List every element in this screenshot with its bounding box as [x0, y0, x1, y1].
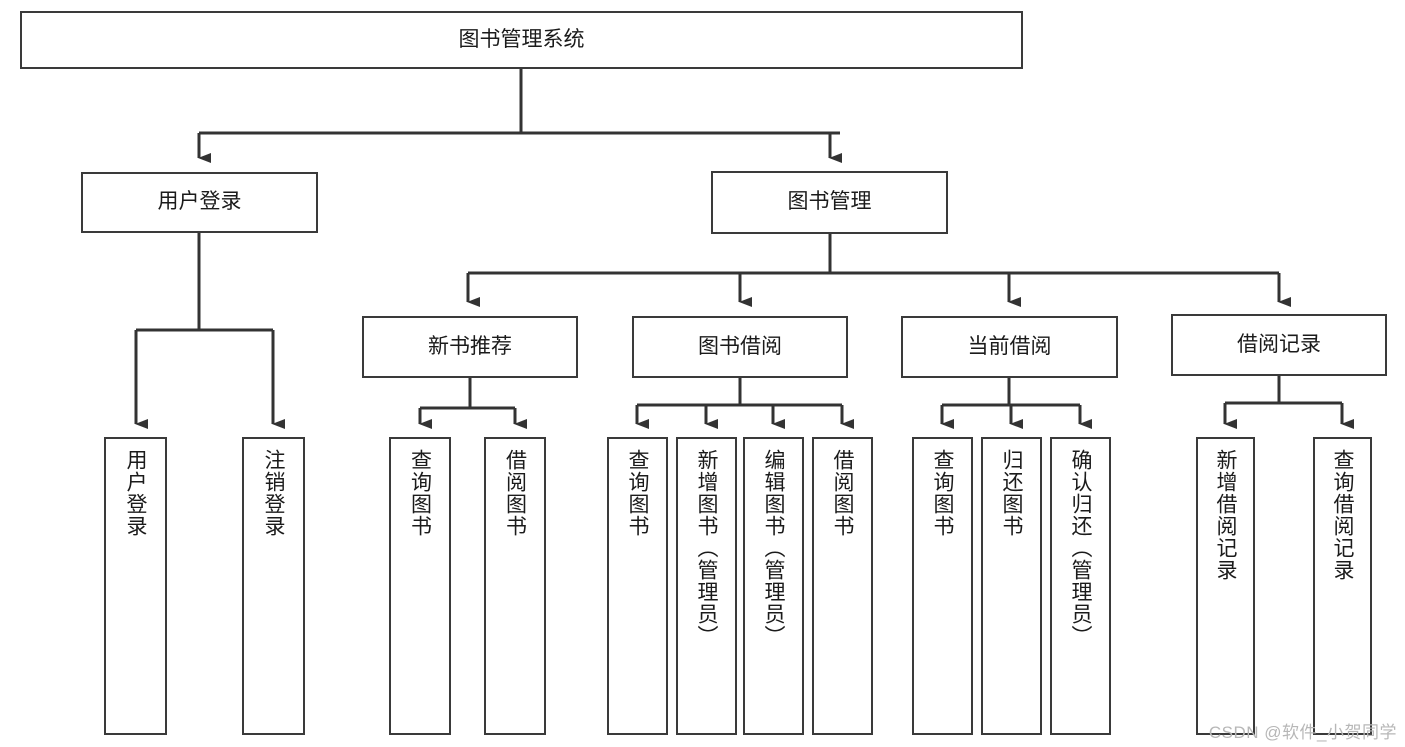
node-label: 查询图书: [408, 449, 432, 537]
node-borrow-record[interactable]: 借阅记录: [1171, 314, 1387, 376]
node-leaf-edit-book[interactable]: 编辑图书（管理员）: [743, 437, 804, 735]
node-label: 归还图书: [1000, 449, 1023, 537]
node-label: 确认归还（管理员）: [1069, 449, 1092, 647]
node-new-book-recommend[interactable]: 新书推荐: [362, 316, 578, 378]
node-leaf-add-book[interactable]: 新增图书（管理员）: [676, 437, 737, 735]
node-leaf-query-book-2[interactable]: 查询图书: [607, 437, 668, 735]
node-root-system[interactable]: 图书管理系统: [20, 11, 1023, 69]
node-book-manage[interactable]: 图书管理: [711, 171, 948, 234]
node-leaf-add-record[interactable]: 新增借阅记录: [1196, 437, 1255, 735]
node-leaf-confirm-return[interactable]: 确认归还（管理员）: [1050, 437, 1111, 735]
node-label: 新书推荐: [428, 334, 512, 358]
node-label: 查询借阅记录: [1331, 449, 1354, 581]
node-label: 图书管理: [787, 190, 872, 214]
node-leaf-query-record[interactable]: 查询借阅记录: [1313, 437, 1372, 735]
node-leaf-return-book[interactable]: 归还图书: [981, 437, 1042, 735]
node-leaf-borrow-book-1[interactable]: 借阅图书: [484, 437, 546, 735]
node-label: 新增图书（管理员）: [695, 449, 718, 647]
node-current-borrow[interactable]: 当前借阅: [901, 316, 1118, 378]
node-leaf-query-book-1[interactable]: 查询图书: [389, 437, 451, 735]
node-leaf-borrow-book-2[interactable]: 借阅图书: [812, 437, 873, 735]
node-label: 当前借阅: [967, 334, 1052, 358]
node-label: 编辑图书（管理员）: [762, 449, 785, 647]
node-leaf-user-login[interactable]: 用户登录: [104, 437, 167, 735]
node-label: 查询图书: [931, 449, 954, 537]
node-leaf-query-book-3[interactable]: 查询图书: [912, 437, 973, 735]
node-label: 新增借阅记录: [1214, 449, 1237, 581]
node-label: 用户登录: [124, 449, 147, 537]
node-label: 图书管理系统: [458, 27, 585, 51]
node-label: 借阅记录: [1237, 332, 1321, 356]
node-label: 注销登录: [262, 449, 285, 537]
node-label: 借阅图书: [503, 449, 527, 537]
node-label: 查询图书: [626, 449, 649, 537]
node-leaf-logout[interactable]: 注销登录: [242, 437, 305, 735]
node-book-borrow[interactable]: 图书借阅: [632, 316, 848, 378]
node-user-login[interactable]: 用户登录: [81, 172, 318, 233]
watermark-label: CSDN @软件_小贺同学: [1208, 723, 1397, 742]
node-label: 图书借阅: [698, 334, 782, 358]
node-label: 用户登录: [157, 190, 242, 214]
node-label: 借阅图书: [831, 449, 854, 537]
